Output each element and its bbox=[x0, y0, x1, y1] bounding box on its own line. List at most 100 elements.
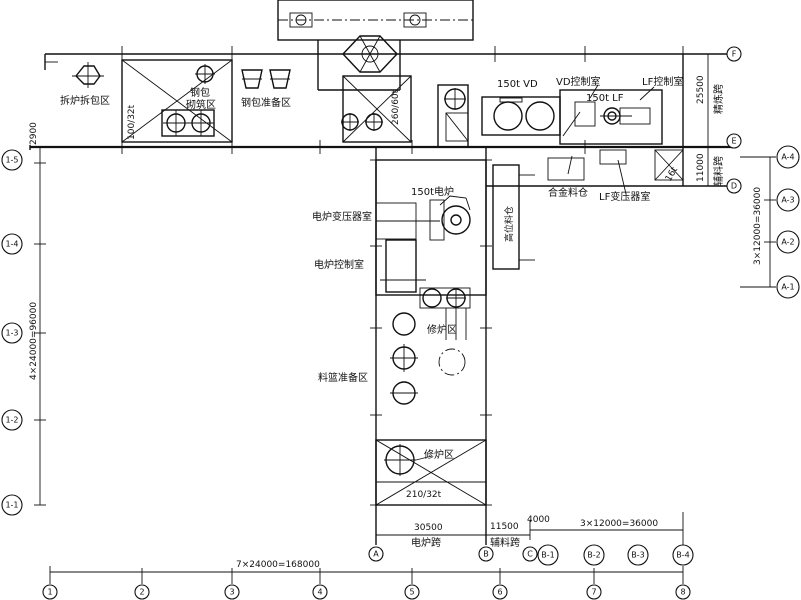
row-axis-a-1: A-1 bbox=[776, 275, 800, 299]
label-demolish: 拆炉拆包区 bbox=[60, 94, 110, 107]
row-axis-a-4: A-4 bbox=[776, 145, 800, 169]
column-axis-3: 3 bbox=[224, 584, 240, 600]
ladle-area bbox=[45, 59, 291, 143]
row-axis-f: F bbox=[726, 46, 742, 62]
label-charge-prep: 料篮准备区 bbox=[318, 371, 368, 384]
label-vd-ctrl: VD控制室 bbox=[556, 75, 601, 88]
column-axis-5: 5 bbox=[404, 584, 420, 600]
label-crane-210: 210/32t bbox=[406, 490, 442, 500]
dim-aux-span: 11000 bbox=[696, 153, 706, 182]
svg-text:A: A bbox=[373, 550, 379, 559]
label-ladle-ready: 钢包准备区 bbox=[241, 96, 291, 109]
label-eaf-trans: 电炉变压器室 bbox=[312, 210, 372, 223]
label-lf-ctrl: LF控制室 bbox=[642, 75, 683, 88]
label-high-bin: 高位料仓 bbox=[503, 206, 515, 242]
top-structure bbox=[277, 0, 474, 91]
dim-overall: 7×24000=168000 bbox=[236, 560, 320, 570]
axis-b-4: B-4 bbox=[672, 544, 694, 566]
axis-b-1: B-1 bbox=[537, 544, 559, 566]
svg-text:B-4: B-4 bbox=[676, 551, 689, 560]
column-axis-7: 7 bbox=[586, 584, 602, 600]
row-axis-e: E bbox=[726, 133, 742, 149]
svg-text:7: 7 bbox=[591, 588, 596, 597]
label-eaf150: 150t电炉 bbox=[411, 185, 454, 198]
bay-aux-right: 辅料跨 bbox=[712, 156, 725, 186]
svg-text:C: C bbox=[527, 550, 533, 559]
dim-furnace-bay: 30500 bbox=[414, 523, 443, 533]
row-axis-a-3: A-3 bbox=[776, 188, 800, 212]
svg-text:A-4: A-4 bbox=[781, 153, 794, 162]
svg-text:D: D bbox=[731, 182, 737, 191]
svg-text:B: B bbox=[483, 550, 489, 559]
column-axis-1: 1 bbox=[42, 584, 58, 600]
axis-bubbles: 1 2 3 4 5 6 7 8 A B C B-1 B-2 B-3 B-4 1-5 1-4 1-3 1-2 1-1 F E… bbox=[1, 46, 800, 600]
svg-text:E: E bbox=[731, 137, 736, 146]
dim-aux-bay: 11500 bbox=[490, 522, 519, 532]
high-bin bbox=[492, 164, 535, 270]
svg-text:1-1: 1-1 bbox=[5, 501, 18, 510]
svg-text:2: 2 bbox=[139, 588, 144, 597]
svg-text:B-1: B-1 bbox=[541, 551, 554, 560]
svg-text:1-5: 1-5 bbox=[5, 156, 18, 165]
row-axis-1-2: 1-2 bbox=[1, 409, 23, 431]
dim-b-bays: 3×12000=36000 bbox=[580, 519, 658, 529]
axis-a: A bbox=[368, 546, 384, 562]
svg-text:1-2: 1-2 bbox=[5, 416, 18, 425]
label-eaf-ctrl: 电炉控制室 bbox=[314, 258, 364, 271]
vd-lf-area bbox=[437, 84, 684, 195]
dimension-lines bbox=[34, 53, 776, 584]
label-crane-260: 260/60t bbox=[391, 89, 401, 125]
row-axis-1-5: 1-5 bbox=[1, 149, 23, 171]
crane-260 bbox=[341, 75, 412, 143]
row-axis-d: D bbox=[726, 178, 742, 194]
text-labels: 拆炉拆包区 钢包 砌筑区 钢包准备区 100/32t 260/60t 150t … bbox=[29, 75, 763, 570]
label-ladle-build-2: 砌筑区 bbox=[186, 98, 216, 111]
row-axis-1-4: 1-4 bbox=[1, 233, 23, 255]
svg-text:1: 1 bbox=[47, 588, 52, 597]
svg-text:1-4: 1-4 bbox=[5, 240, 18, 249]
row-axis-1-1: 1-1 bbox=[1, 494, 23, 516]
svg-text:A-1: A-1 bbox=[781, 283, 794, 292]
bay-aux: 辅料跨 bbox=[490, 536, 520, 549]
label-alloy-bin: 合金料仓 bbox=[548, 186, 588, 199]
svg-text:B-2: B-2 bbox=[587, 551, 600, 560]
label-ladle-build-1: 钢包 bbox=[190, 86, 210, 99]
column-axis-6: 6 bbox=[492, 584, 508, 600]
row-axis-1-3: 1-3 bbox=[1, 322, 23, 344]
bay-refine: 精炼跨 bbox=[712, 84, 725, 114]
svg-text:5: 5 bbox=[409, 588, 414, 597]
label-repair: 修炉区 bbox=[427, 323, 457, 336]
row-axis-a-2: A-2 bbox=[776, 230, 800, 254]
svg-text:6: 6 bbox=[497, 588, 502, 597]
dim-left-rows: 4×24000=96000 bbox=[29, 302, 39, 380]
axis-c: C bbox=[522, 546, 538, 562]
column-axis-4: 4 bbox=[312, 584, 328, 600]
svg-text:1-3: 1-3 bbox=[5, 329, 18, 338]
dim-refine-span: 25500 bbox=[696, 75, 706, 104]
label-repair2: 修炉区 bbox=[424, 448, 454, 461]
axis-b-2: B-2 bbox=[583, 544, 605, 566]
svg-text:4: 4 bbox=[317, 588, 322, 597]
label-lf-trans: LF变压器室 bbox=[599, 190, 650, 203]
axis-ticks bbox=[370, 159, 492, 506]
label-lf150: 150t LF bbox=[586, 93, 624, 104]
column-axis-8: 8 bbox=[675, 584, 691, 600]
bay-furnace: 电炉跨 bbox=[411, 536, 441, 549]
furnace-bay bbox=[375, 159, 487, 506]
axis-b: B bbox=[478, 546, 494, 562]
svg-text:8: 8 bbox=[680, 588, 685, 597]
svg-text:3: 3 bbox=[229, 588, 234, 597]
svg-text:B-3: B-3 bbox=[631, 551, 644, 560]
svg-text:F: F bbox=[732, 50, 737, 59]
dim-c-offset: 4000 bbox=[527, 515, 550, 525]
svg-text:A-2: A-2 bbox=[781, 238, 794, 247]
column-axis-2: 2 bbox=[134, 584, 150, 600]
label-vd150: 150t VD bbox=[497, 79, 538, 90]
label-crane-100: 100/32t bbox=[127, 104, 137, 140]
svg-text:A-3: A-3 bbox=[781, 196, 794, 205]
axis-b-3: B-3 bbox=[627, 544, 649, 566]
dim-top-left: 2900 bbox=[29, 122, 39, 145]
dim-right-rows: 3×12000=36000 bbox=[753, 187, 763, 265]
